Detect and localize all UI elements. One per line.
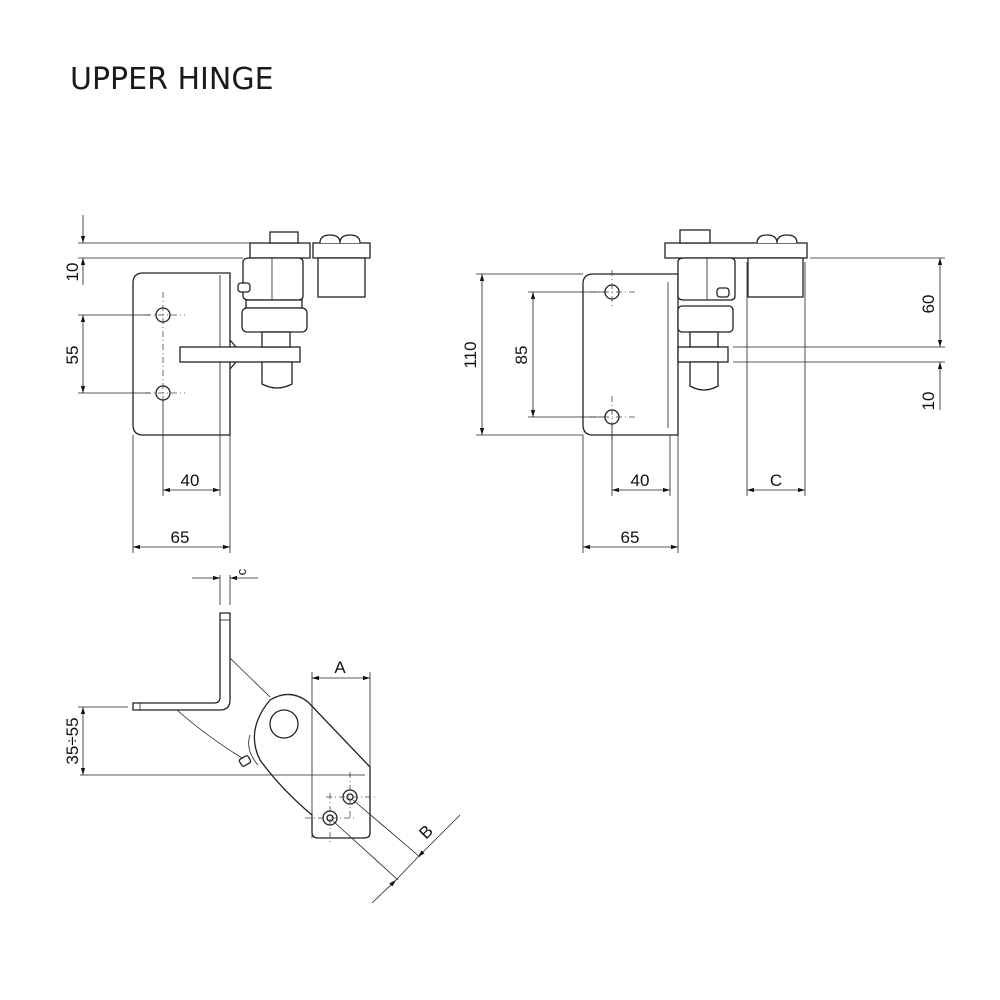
lock-nut <box>241 307 308 333</box>
bottom-nut <box>689 361 719 391</box>
dim-label-c: C <box>770 471 782 490</box>
dim-label-65: 65 <box>621 528 640 547</box>
dim-label-60: 60 <box>919 295 938 314</box>
bottom-nut <box>261 361 293 389</box>
dim-label-35-55: 35÷55 <box>63 717 82 764</box>
mounting-plate <box>132 272 231 436</box>
mounting-plate <box>582 273 679 436</box>
pivot-nut <box>269 709 299 739</box>
dim-label-65: 65 <box>171 528 190 547</box>
l-bracket <box>132 612 231 711</box>
dim-label-thickness: c <box>234 568 249 575</box>
dim-label-55: 55 <box>63 346 82 365</box>
drawing-title: UPPER HINGE <box>70 62 274 97</box>
bolt-head <box>679 229 711 244</box>
side-view: 110 85 60 10 40 65 C <box>461 229 945 553</box>
hinge-arm <box>677 346 729 363</box>
dim-label-10: 10 <box>63 263 82 282</box>
grease-nipple <box>716 287 730 298</box>
dim-label-10: 10 <box>919 392 938 411</box>
dim-label-b: B <box>415 821 436 842</box>
hinge-arm <box>179 346 301 363</box>
dim-label-40: 40 <box>181 471 200 490</box>
hex-nut <box>242 257 304 301</box>
front-view: 10 55 40 65 <box>63 215 371 553</box>
top-view: c 35÷55 A B <box>63 568 461 904</box>
lock-nut <box>677 305 734 333</box>
bolt-head <box>269 231 299 244</box>
dim-label-110: 110 <box>461 341 480 368</box>
dim-label-40: 40 <box>631 471 650 490</box>
grease-nipple <box>237 282 251 293</box>
dim-label-a: A <box>334 658 346 677</box>
dim-label-85: 85 <box>512 346 531 365</box>
